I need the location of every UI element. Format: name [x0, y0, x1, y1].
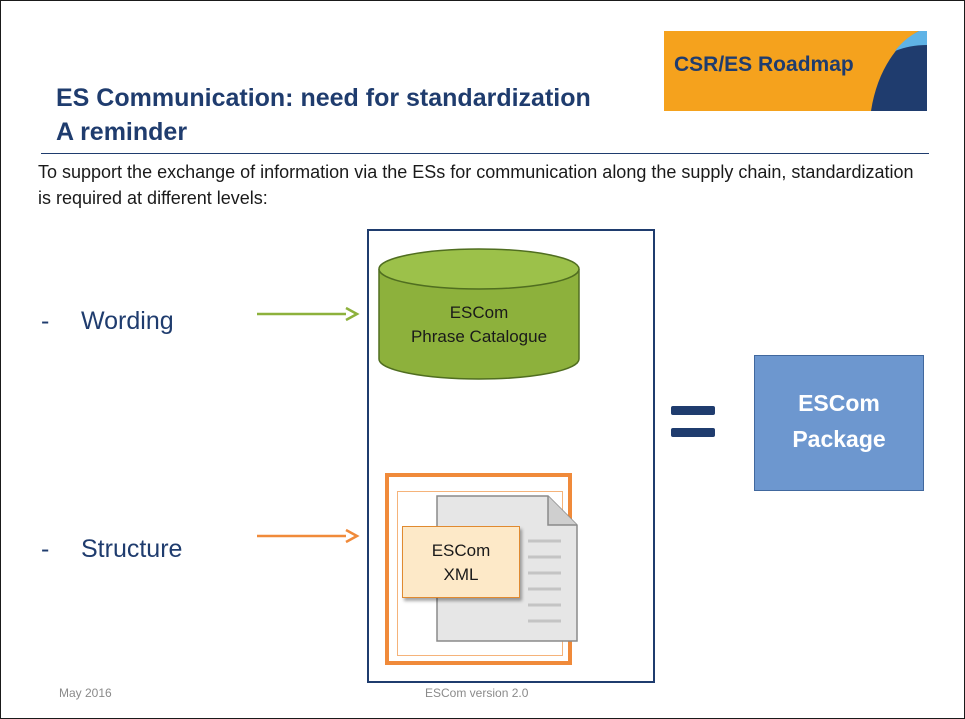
footer-version: ESCom version 2.0 [425, 686, 529, 700]
equals-sign [671, 406, 715, 442]
slide-title: ES Communication: need for standardizati… [56, 81, 591, 149]
title-line-2: A reminder [56, 118, 188, 146]
footer-date: May 2016 [59, 686, 112, 700]
title-line-1: ES Communication: need for standardizati… [56, 84, 591, 112]
bullet-dash: - [41, 307, 50, 335]
roadmap-logo: CSR/ES Roadmap [664, 31, 927, 111]
logo-swoosh-icon [871, 31, 927, 111]
logo-text: CSR/ES Roadmap [674, 53, 854, 76]
intro-text: To support the exchange of information v… [38, 162, 914, 208]
catalogue-line-1: ESCom [449, 303, 509, 322]
bullet-label: Structure [81, 535, 183, 563]
package-line-2: Package [792, 426, 886, 452]
catalogue-line-2: Phrase Catalogue [410, 327, 548, 346]
phrase-catalogue-cylinder [378, 248, 580, 380]
bullet-dash: - [41, 535, 50, 563]
phrase-catalogue-label: ESCom Phrase Catalogue [379, 301, 579, 349]
escom-package-box: ESCom Package [754, 355, 924, 491]
standardization-container [367, 229, 655, 683]
structure-arrow [257, 528, 360, 544]
bullet-wording: - Wording [41, 307, 174, 336]
xml-label: ESCom XML [402, 526, 520, 598]
bullet-label: Wording [81, 307, 174, 335]
title-divider [41, 153, 929, 154]
package-line-1: ESCom [798, 390, 880, 416]
xml-line-2: XML [443, 565, 479, 584]
bullet-structure: - Structure [41, 535, 182, 564]
wording-arrow [257, 306, 360, 322]
xml-line-1: ESCom [431, 541, 491, 560]
